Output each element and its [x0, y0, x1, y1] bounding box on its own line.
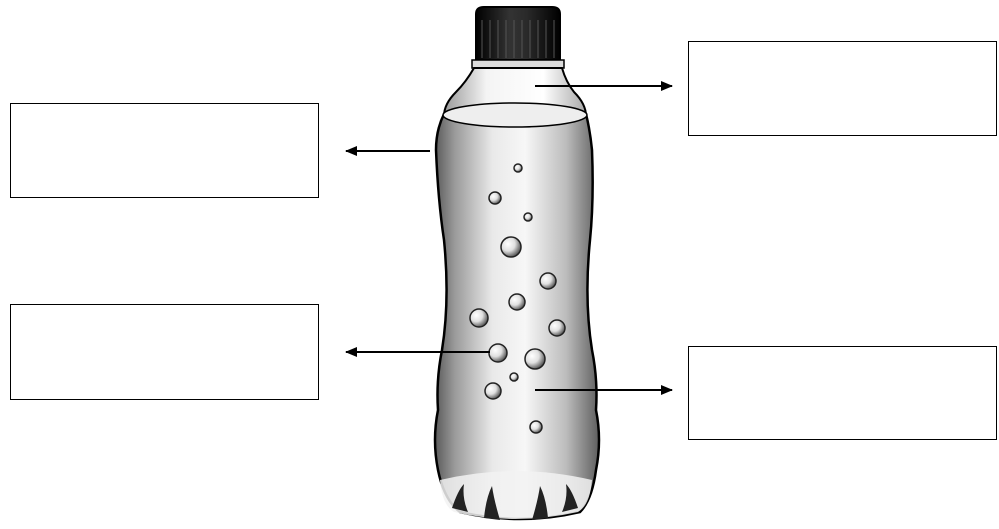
bottle-base [440, 471, 592, 520]
bubble [470, 309, 488, 327]
water-surface [443, 103, 587, 127]
neck-ring [472, 60, 564, 68]
bubble [510, 373, 518, 381]
bubble [549, 320, 565, 336]
bubble [501, 237, 521, 257]
label-box-bottom-right[interactable] [688, 346, 997, 440]
bubble [540, 273, 556, 289]
bubble [530, 421, 542, 433]
bottle-body [435, 114, 599, 519]
bubble [489, 192, 501, 204]
label-box-top-right[interactable] [688, 41, 997, 136]
label-box-bottom-left[interactable] [10, 304, 319, 400]
bubble [509, 294, 525, 310]
label-box-top-left[interactable] [10, 103, 319, 198]
bubble [514, 164, 522, 172]
bubble [524, 213, 532, 221]
bottle-cap [476, 7, 560, 60]
bubble [489, 344, 507, 362]
bubble [485, 383, 501, 399]
bubble [525, 349, 545, 369]
